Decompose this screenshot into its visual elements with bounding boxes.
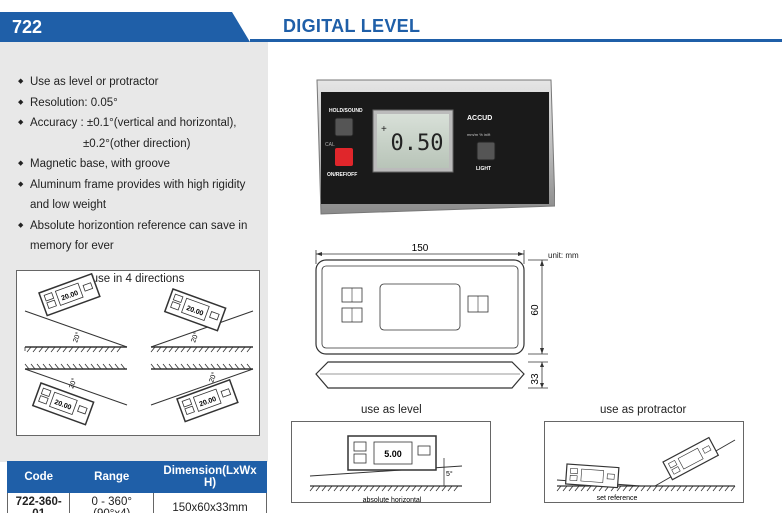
direction-1: 20.00 20°: [24, 272, 128, 353]
header-rule: [250, 39, 782, 42]
feature-item: Aluminum frame provides with high rigidi…: [18, 175, 263, 216]
use-protractor-title: use as protractor: [600, 404, 687, 416]
cell-dimension: 150x60x33mm: [153, 492, 267, 513]
model-tab: 722: [0, 12, 250, 42]
header-code: Code: [6, 461, 71, 493]
product-title: DIGITAL LEVEL: [283, 16, 421, 36]
use-level-angle: 5°: [446, 470, 453, 478]
product-photo: HOLD/SOUND CAL ON/REF/OFF + 0.50 ACCUD m…: [316, 79, 555, 215]
use-protractor-box: set reference: [544, 421, 744, 503]
feature-text: Magnetic base, with groove: [30, 158, 170, 170]
units-label: mm/m % in/ft: [467, 132, 491, 137]
direction-4-angle: 20°: [207, 371, 218, 384]
feature-text: Resolution: 0.05°: [30, 96, 118, 109]
direction-1-angle: 20°: [71, 331, 82, 344]
depth-dimension: 33: [530, 373, 541, 385]
light-button: [476, 141, 496, 161]
feature-text: Accuracy : ±0.1°(vertical and horizontal…: [30, 117, 237, 129]
direction-2-angle: 20°: [189, 331, 200, 344]
lcd-plus: +: [381, 124, 387, 135]
feature-text: Use as level or protractor: [30, 76, 159, 88]
unit-label: unit: mm: [548, 251, 579, 260]
dimension-drawing: 150 60 33: [315, 243, 548, 389]
directions-illustration: 20.00 20° 20.00 20°: [24, 272, 254, 426]
hold-label: HOLD/SOUND: [329, 108, 363, 114]
hold-sound-button: [334, 117, 354, 137]
header-dimension: Dimension(LxWx H): [153, 461, 267, 493]
header-range: Range: [69, 461, 155, 493]
feature-item: Resolution: 0.05°: [18, 93, 263, 114]
feature-item: Use as level or protractor: [18, 72, 263, 93]
use-protractor-illustration: set reference: [556, 436, 736, 502]
feature-text: ±0.2°(other direction): [83, 137, 191, 150]
spec-table: Code Range Dimension(LxWx H) 722-360-01 …: [6, 461, 267, 513]
use-level-illustration: 5° 5.00 absolute horizontal: [309, 435, 463, 504]
height-dimension: 60: [530, 304, 541, 316]
directions-box: use in 4 directions 20.00 20°: [16, 270, 260, 436]
lcd-reading: 0.50: [391, 131, 444, 156]
feature-list: Use as level or protractor Resolution: 0…: [18, 72, 263, 257]
use-level-reading: 5.00: [384, 449, 402, 459]
feature-text: Aluminum frame provides with high rigidi…: [30, 178, 246, 191]
direction-3-angle: 20°: [67, 377, 78, 390]
cell-code: 722-360-01: [6, 492, 71, 513]
table-header-row: Code Range Dimension(LxWx H): [6, 461, 267, 493]
feature-text: and low weight: [30, 199, 107, 211]
feature-item: Accuracy : ±0.1°(vertical and horizontal…: [18, 113, 263, 154]
feature-item: Absolute horizontion reference can save …: [18, 216, 263, 257]
use-level-box: 5° 5.00 absolute horizontal: [291, 421, 491, 504]
use-level-title: use as level: [361, 404, 422, 416]
light-label: LIGHT: [476, 166, 491, 172]
brand-label: ACCUD: [467, 115, 492, 122]
header-bar: 722 DIGITAL LEVEL: [0, 12, 782, 42]
cell-range: 0 - 360° (90°x4): [69, 492, 155, 513]
table-row: 722-360-01 0 - 360° (90°x4) 150x60x33mm: [6, 492, 267, 513]
on-label: ON/REF/OFF: [327, 172, 357, 178]
width-dimension: 150: [412, 243, 429, 254]
direction-2: 20.00 20°: [150, 288, 254, 353]
feature-text: Absolute horizontion reference can save …: [30, 219, 248, 232]
feature-item: Magnetic base, with groove: [18, 154, 263, 175]
direction-3: 20.00 20°: [24, 363, 128, 426]
directions-title: use in 4 directions: [91, 273, 185, 285]
model-number: 722: [12, 17, 43, 37]
cal-label: CAL: [325, 142, 335, 148]
feature-text: memory for ever: [30, 240, 114, 252]
use-level-caption: absolute horizontal: [363, 497, 422, 504]
direction-4: 20.00 20°: [150, 363, 254, 423]
on-ref-off-button: [335, 148, 353, 166]
use-protractor-caption: set reference: [597, 495, 638, 502]
